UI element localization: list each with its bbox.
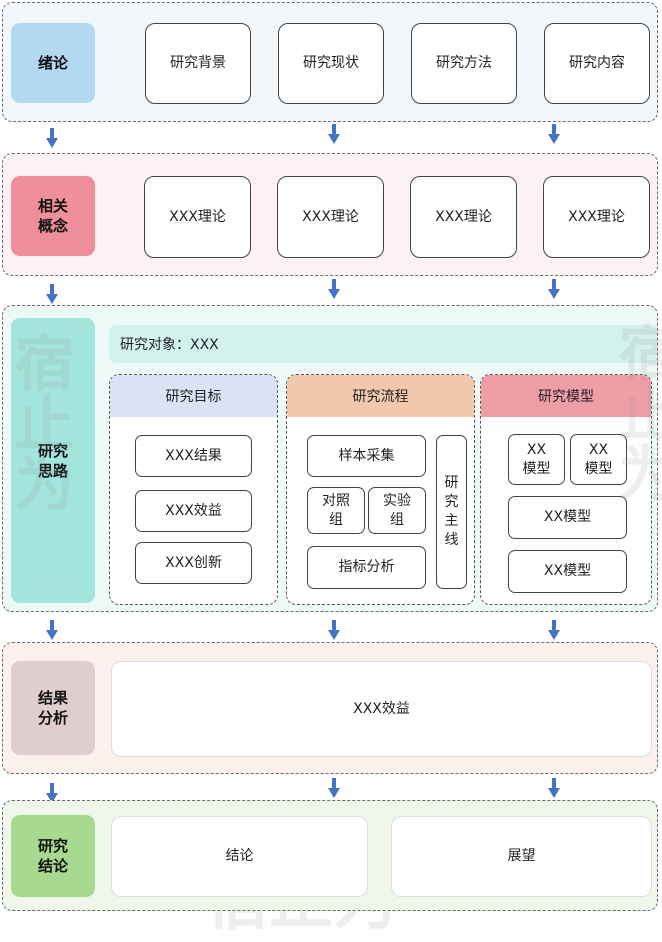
goal-item-innovation: XXX创新: [135, 542, 252, 584]
arrow-down-icon: [328, 279, 340, 299]
process-analysis: 指标分析: [307, 546, 426, 589]
section-results: 结果 分析 XXX效益: [2, 642, 658, 774]
process-experiment-group: 实验 组: [368, 487, 426, 534]
conclusion-item-outlook: 展望: [391, 816, 652, 897]
intro-item-method: 研究方法: [411, 23, 517, 104]
model-item-1: XX 模型: [508, 434, 565, 485]
arrow-down-icon: [46, 620, 58, 640]
conclusion-item-conclusion: 结论: [111, 816, 368, 897]
arrow-down-icon: [46, 783, 58, 803]
research-object-bar: 研究对象：XXX: [109, 325, 657, 363]
results-content: XXX效益: [111, 661, 652, 757]
intro-item-status: 研究现状: [278, 23, 384, 104]
section-intro: 绪论 研究背景 研究现状 研究方法 研究内容: [2, 2, 658, 122]
model-item-3: XX模型: [508, 496, 627, 539]
arrow-down-icon: [46, 128, 58, 148]
research-object-text: 研究对象：XXX: [120, 337, 219, 353]
concepts-item-4: XXX理论: [543, 176, 650, 258]
section-conclusion: 研究 结论 结论 展望: [2, 800, 658, 911]
concepts-label: 相关 概念: [11, 176, 95, 256]
concepts-item-3: XXX理论: [410, 176, 517, 258]
model-panel-title: 研究模型: [481, 375, 651, 417]
model-panel: 研究模型 XX 模型 XX 模型 XX模型 XX模型: [480, 374, 652, 605]
arrow-down-icon: [328, 124, 340, 144]
process-control-group: 对照 组: [307, 487, 365, 534]
arrow-down-icon: [328, 778, 340, 798]
arrow-down-icon: [548, 778, 560, 798]
process-panel-title: 研究流程: [287, 375, 474, 417]
goal-item-benefit: XXX效益: [135, 490, 252, 532]
arrow-down-icon: [46, 284, 58, 304]
concepts-item-2: XXX理论: [277, 176, 384, 258]
conclusion-label: 研究 结论: [11, 815, 95, 897]
section-concepts: 相关 概念 XXX理论 XXX理论 XXX理论 XXX理论: [2, 153, 658, 276]
concepts-item-1: XXX理论: [144, 176, 251, 258]
intro-label: 绪论: [11, 23, 95, 103]
goal-panel: 研究目标 XXX结果 XXX效益 XXX创新: [109, 374, 278, 605]
intro-item-background: 研究背景: [145, 23, 251, 104]
process-panel: 研究流程 样本采集 对照 组 实验 组 指标分析 研 究 主 线: [286, 374, 475, 605]
section-approach: 研究 思路 研究对象：XXX 研究目标 XXX结果 XXX效益 XXX创新 研究…: [2, 305, 658, 612]
intro-item-content: 研究内容: [544, 23, 650, 104]
goal-panel-title: 研究目标: [110, 375, 277, 417]
approach-label: 研究 思路: [11, 318, 95, 603]
process-sample: 样本采集: [307, 435, 426, 477]
arrow-down-icon: [548, 124, 560, 144]
arrow-down-icon: [548, 620, 560, 640]
arrow-down-icon: [548, 279, 560, 299]
model-item-2: XX 模型: [570, 434, 627, 485]
process-mainline: 研 究 主 线: [436, 435, 467, 589]
arrow-down-icon: [328, 620, 340, 640]
goal-item-result: XXX结果: [135, 435, 252, 477]
results-label: 结果 分析: [11, 661, 95, 755]
model-item-4: XX模型: [508, 550, 627, 593]
